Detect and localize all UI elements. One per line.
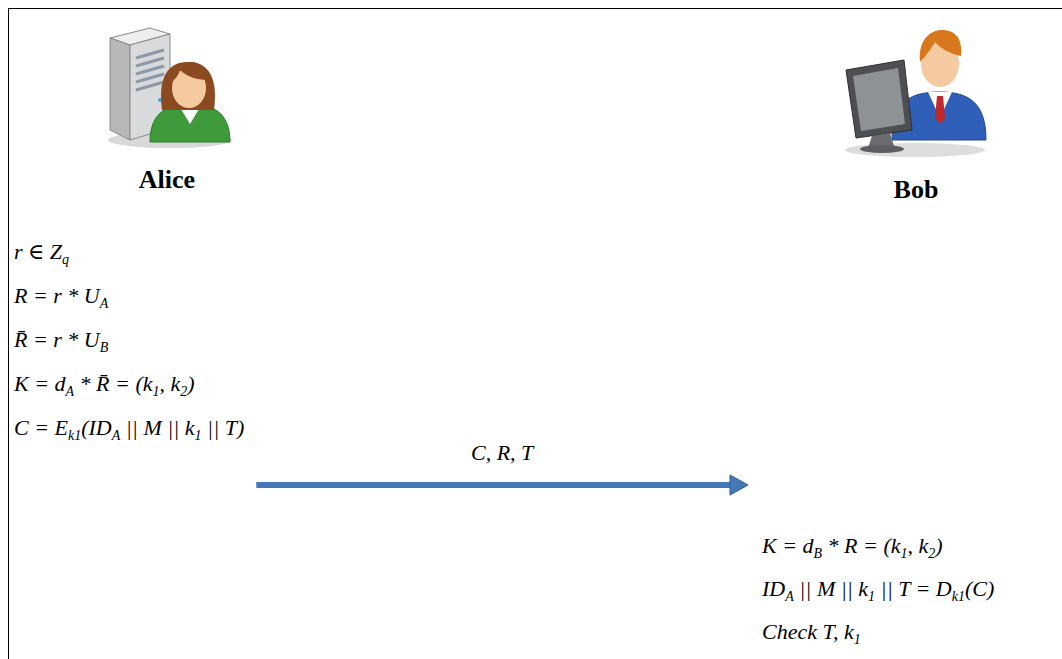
protocol-step: R = r * UA [14, 282, 108, 310]
arrow-head [730, 475, 748, 495]
party-name: Alice [139, 165, 195, 195]
message-arrow [256, 475, 748, 495]
party-group: Alice r ∈ Zq R = r * UA R̄ = r * UB K = dA *… [8, 158, 252, 508]
frame-border [9, 9, 1062, 659]
party-name: Bob [894, 175, 939, 205]
server-user-icon [108, 28, 232, 148]
protocol-step: K = dA * R̄ = (k1, k2) [14, 370, 195, 398]
protocol-step: C = Ek1(IDA || M || k1 || T) [14, 414, 244, 442]
computer-user-icon [845, 30, 986, 157]
protocol-step: IDA || M || k1 || T = Dk1(C) [762, 575, 994, 603]
protocol-step: r ∈ Zq [14, 238, 69, 266]
protocol-step: K = dB * R = (k1, k2) [762, 532, 943, 560]
protocol-step: Check T, k1 [762, 618, 861, 646]
arrow-shaft [256, 482, 730, 488]
protocol-step: R̄ = r * UB [14, 326, 108, 354]
party-group: Bob K = dB * R = (k1, k2) IDA || M || k1 |… [752, 168, 1002, 653]
message-label: C, R, T [468, 440, 536, 466]
